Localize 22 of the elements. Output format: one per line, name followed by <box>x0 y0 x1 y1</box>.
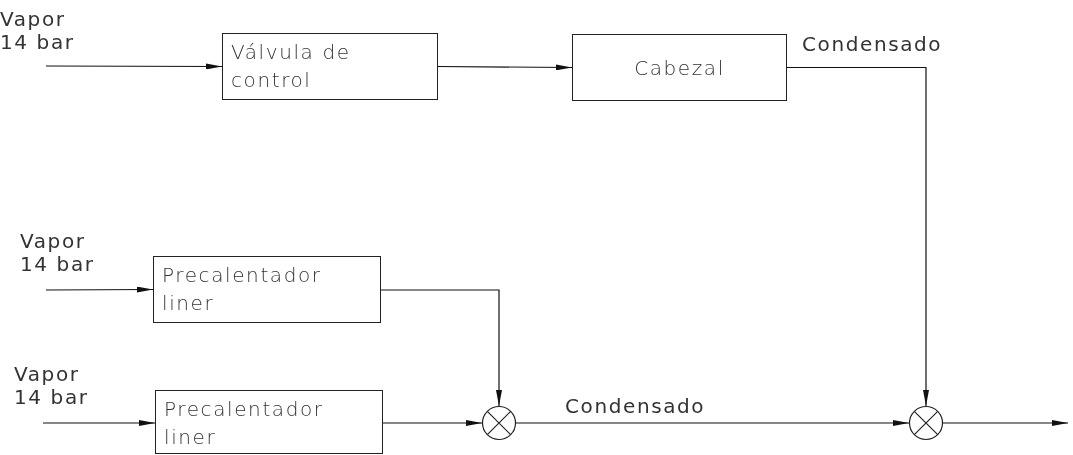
box-label: Válvula de control <box>230 39 352 94</box>
mixer-symbol <box>909 406 943 440</box>
box-label: Precalentador liner <box>161 262 323 317</box>
process-box <box>153 256 381 323</box>
stream-label: Vapor 14 bar <box>20 230 96 276</box>
box-label: Precalentador liner <box>163 396 325 451</box>
arrow <box>786 66 929 407</box>
arrow <box>380 289 502 407</box>
arrow <box>437 64 573 71</box>
arrow <box>45 286 154 293</box>
arrow <box>382 420 483 426</box>
process-box <box>222 33 438 100</box>
arrow <box>515 420 910 426</box>
process-box <box>572 34 787 101</box>
mixer-symbol <box>482 406 516 440</box>
stream-label: Vapor 14 bar <box>14 363 90 409</box>
stream-label: Vapor 14 bar <box>0 8 76 54</box>
arrow <box>942 420 1069 426</box>
arrow <box>42 420 156 426</box>
box-label: Cabezal <box>634 54 725 82</box>
process-box <box>155 390 383 454</box>
arrow <box>45 63 223 70</box>
